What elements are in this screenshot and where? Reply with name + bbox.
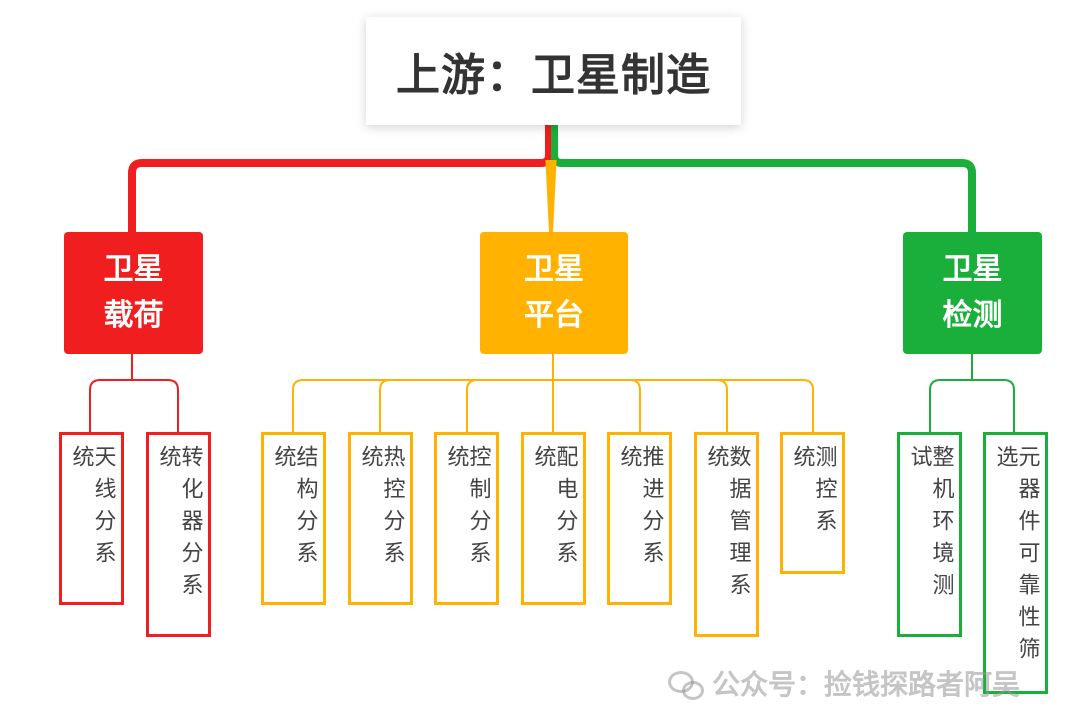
category-platform: 卫星 平台 — [480, 232, 628, 354]
leaf-transponder: 转化器分系统 — [146, 432, 211, 637]
leaf-antenna-label: 天线分系统 — [68, 445, 116, 573]
leaf-structure: 结构分系统 — [261, 432, 326, 605]
connector-detect-leaves — [929, 354, 1015, 432]
root-title: 上游：卫星制造 — [366, 17, 741, 125]
category-platform-line1: 卫星 — [524, 252, 584, 287]
category-detect-line1: 卫星 — [942, 252, 1003, 287]
leaf-environment-test: 整机环境测试 — [897, 432, 962, 637]
connector-platform-leaves — [292, 354, 814, 432]
category-platform-line2: 平台 — [524, 298, 584, 333]
leaf-ttc: 测控系统 — [780, 432, 845, 574]
leaf-component-screening-label: 元器件可靠性筛选 — [992, 445, 1040, 669]
leaf-thermal: 热控分系统 — [348, 432, 413, 605]
connector-payload-leaves — [89, 354, 179, 432]
leaf-power-label: 配电分系统 — [530, 445, 578, 573]
leaf-component-screening: 元器件可靠性筛选 — [983, 432, 1048, 694]
category-payload: 卫星 载荷 — [64, 232, 203, 354]
leaf-control: 控制分系统 — [434, 432, 499, 605]
category-detect-line2: 检测 — [942, 298, 1003, 333]
leaf-ttc-label: 测控系统 — [789, 445, 837, 541]
watermark-text: 公众号：捡钱探路者阿吴 — [712, 668, 1021, 701]
leaf-environment-test-label: 整机环境测试 — [906, 445, 954, 605]
leaf-transponder-label: 转化器分系统 — [155, 445, 203, 605]
connector-detect — [550, 125, 976, 232]
leaf-power: 配电分系统 — [521, 432, 586, 605]
leaf-antenna: 天线分系统 — [59, 432, 124, 605]
category-payload-line1: 卫星 — [103, 252, 164, 287]
leaf-propulsion-label: 推进分系统 — [616, 445, 664, 573]
leaf-structure-label: 结构分系统 — [270, 445, 318, 573]
connector-platform — [545, 152, 557, 232]
category-payload-line2: 载荷 — [103, 298, 164, 333]
leaf-control-label: 控制分系统 — [443, 445, 491, 573]
leaf-data-management: 数据管理系统 — [694, 432, 759, 637]
leaf-propulsion: 推进分系统 — [607, 432, 672, 605]
connector-payload — [128, 125, 553, 232]
wechat-icon — [668, 669, 704, 700]
leaf-thermal-label: 热控分系统 — [357, 445, 405, 573]
category-detect: 卫星 检测 — [903, 232, 1042, 354]
watermark: 公众号：捡钱探路者阿吴 — [668, 663, 1020, 703]
leaf-data-management-label: 数据管理系统 — [703, 445, 751, 605]
